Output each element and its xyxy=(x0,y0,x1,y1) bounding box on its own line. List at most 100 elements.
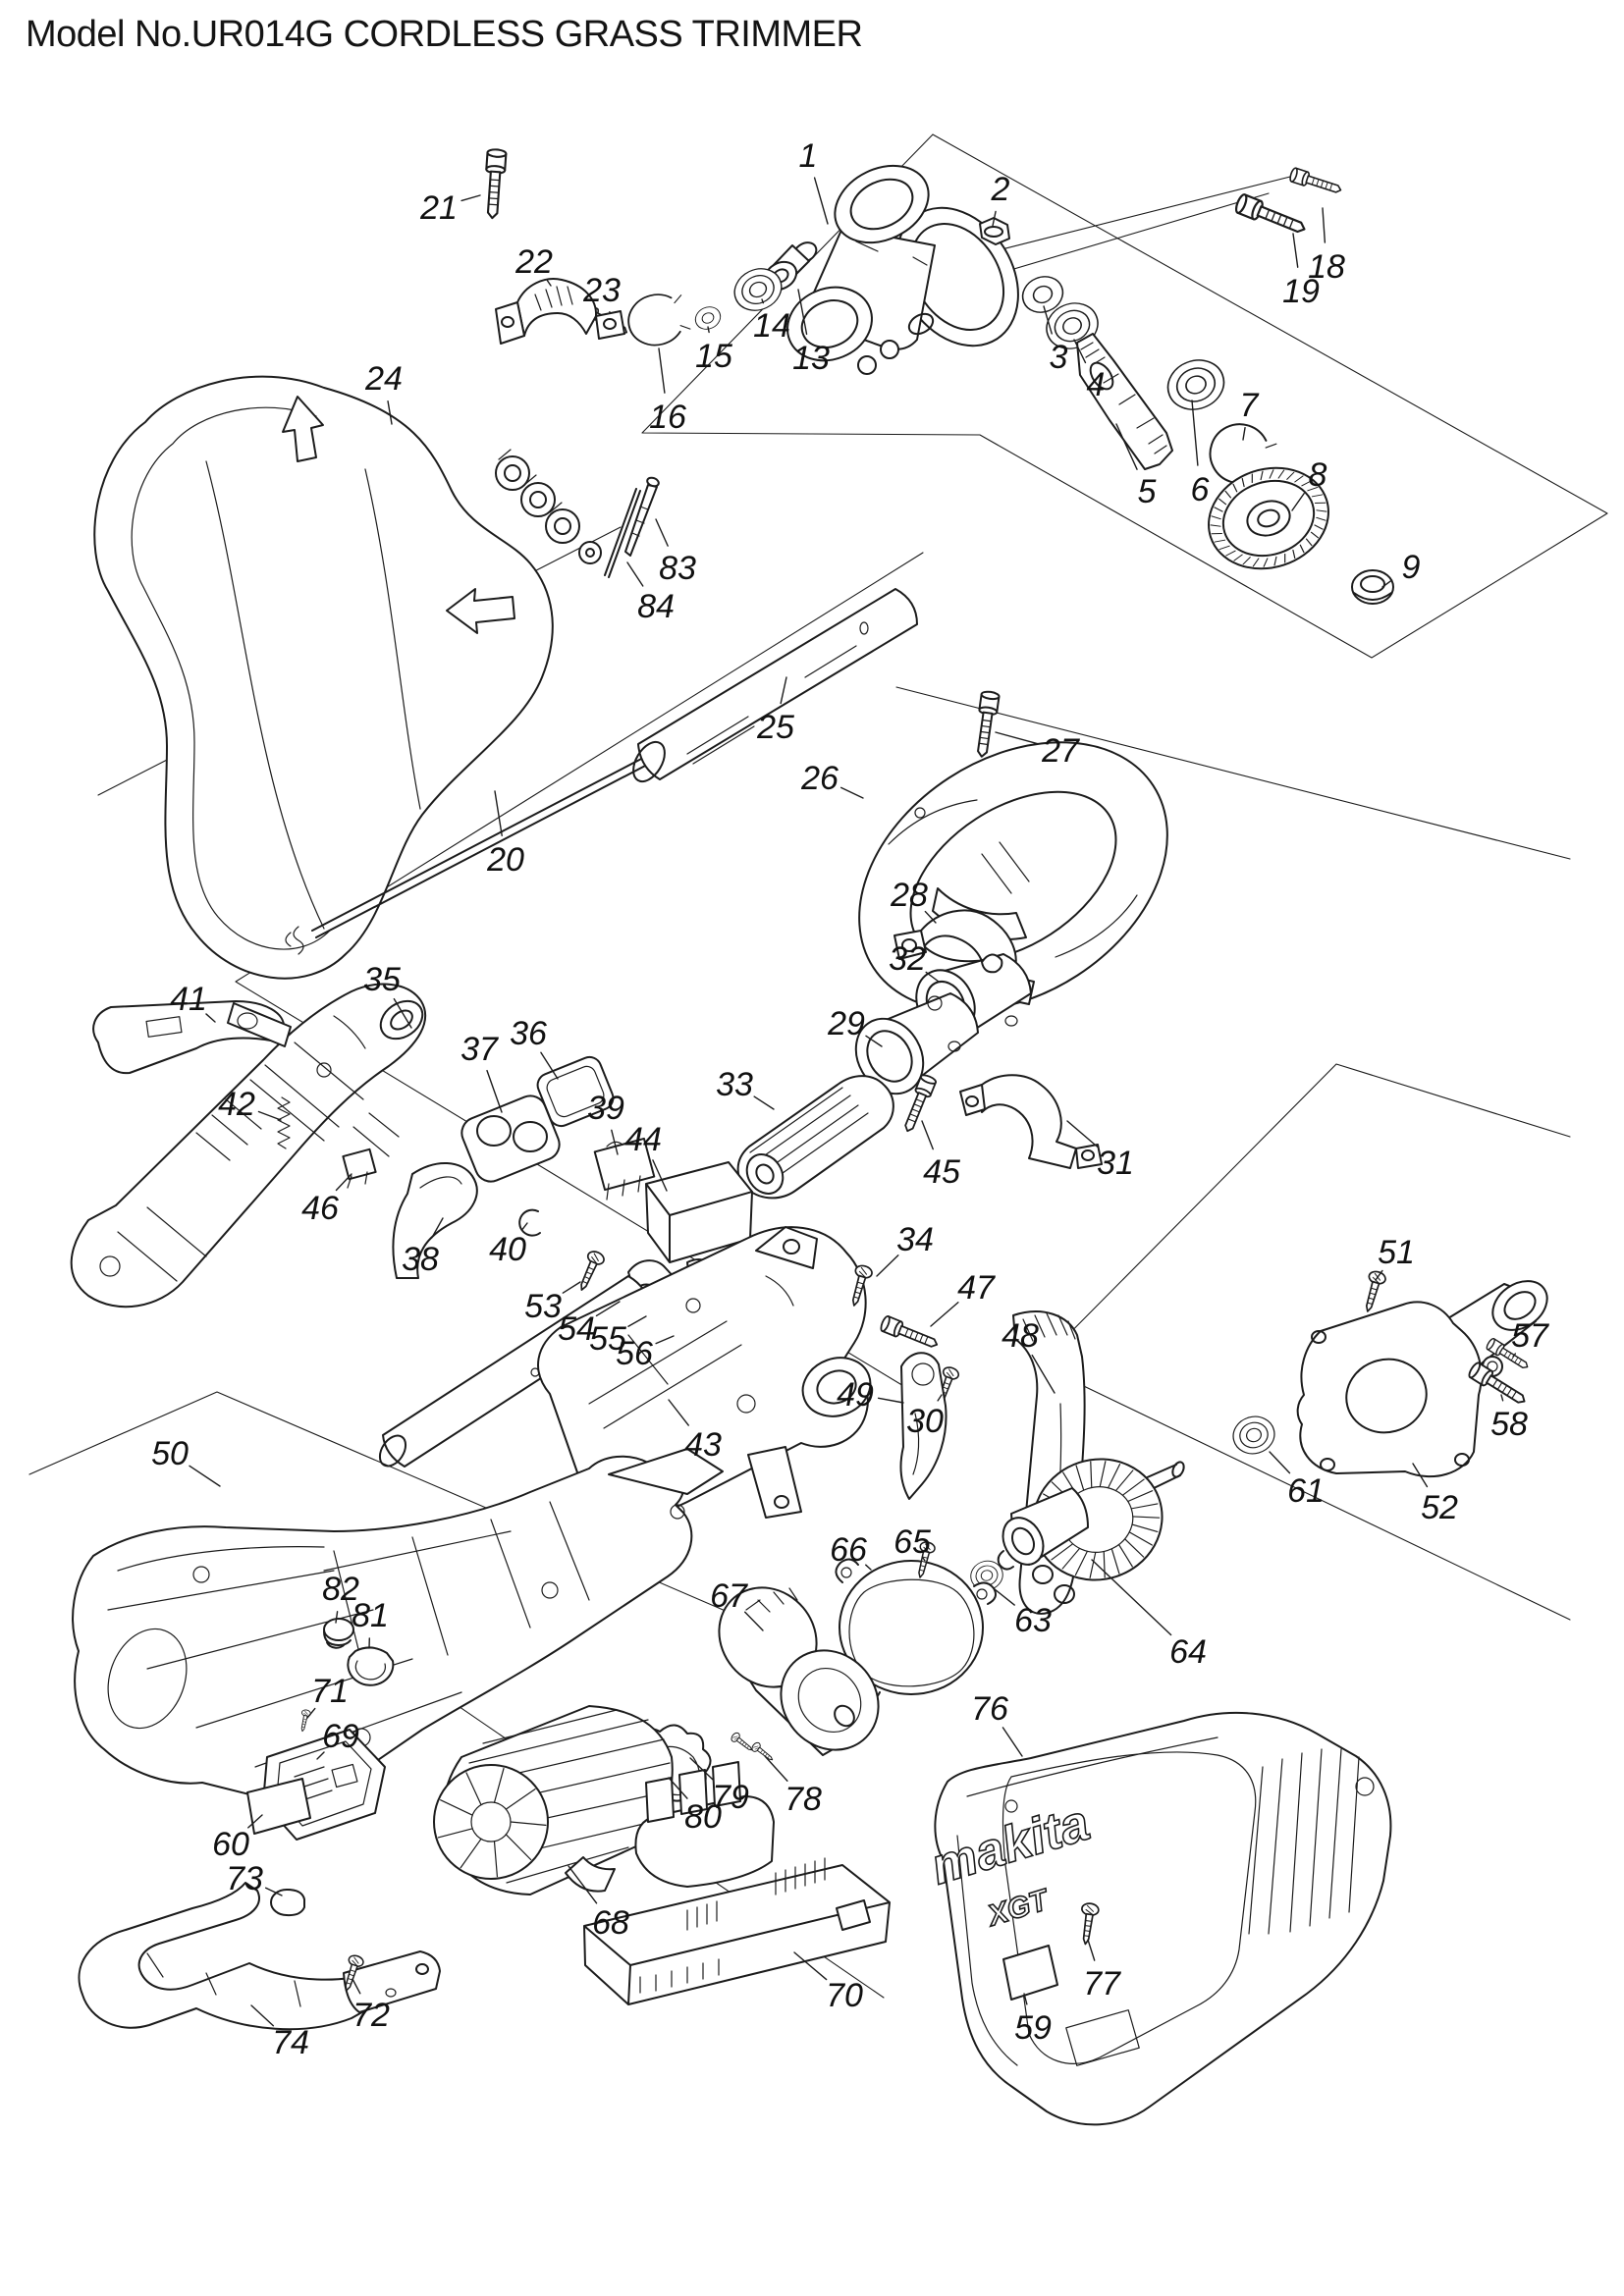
part-number-73: 73 xyxy=(226,1860,263,1897)
leader-line-44 xyxy=(652,1159,668,1192)
part-illustration-bearing-box-52 xyxy=(1296,1280,1548,1478)
leader-line-3 xyxy=(1043,305,1053,335)
leader-line-37 xyxy=(486,1069,503,1113)
leader-line-36 xyxy=(540,1051,559,1080)
part-illustration-needle-84 xyxy=(604,488,641,578)
part-illustration-lock-lever-41 xyxy=(92,1000,292,1075)
part-illustration-trigger-38 xyxy=(352,1112,478,1279)
artwork: makita XGT xyxy=(70,147,1548,2126)
part-illustration-controller-70 xyxy=(583,1761,891,2005)
leader-line-13 xyxy=(797,289,808,336)
part-illustration-bevel-gear-8 xyxy=(1208,466,1329,570)
leader-line-28 xyxy=(924,910,937,924)
part-illustration-bolt-27 xyxy=(971,689,1001,760)
part-number-27: 27 xyxy=(1041,732,1080,770)
part-number-76: 76 xyxy=(971,1690,1008,1728)
leader-line-16 xyxy=(658,347,666,394)
part-number-25: 25 xyxy=(756,709,794,746)
leader-line-27 xyxy=(995,731,1039,745)
part-number-37: 37 xyxy=(460,1031,499,1068)
part-illustration-screw-51 xyxy=(1358,1268,1388,1315)
leader-line-20 xyxy=(494,790,503,836)
leader-line-19 xyxy=(1292,233,1299,268)
leader-line-82 xyxy=(335,1611,339,1624)
part-number-7: 7 xyxy=(1240,387,1260,424)
part-illustration-bolt-21 xyxy=(481,147,508,220)
part-illustration-clamp-housing-43 xyxy=(378,1226,872,1564)
leader-line-73 xyxy=(264,1887,283,1896)
part-number-82: 82 xyxy=(322,1571,359,1608)
part-number-31: 31 xyxy=(1097,1145,1134,1182)
direction-arrow-icon xyxy=(282,396,324,462)
part-number-50: 50 xyxy=(151,1435,189,1472)
part-illustration-pin-83 xyxy=(624,476,660,557)
part-number-40: 40 xyxy=(489,1231,526,1268)
direction-arrow-icon xyxy=(446,588,515,634)
leader-line-50 xyxy=(189,1465,221,1487)
part-illustration-ring-40 xyxy=(518,1208,541,1237)
leader-line-22 xyxy=(546,280,552,287)
page-title: Model No.UR014G CORDLESS GRASS TRIMMER xyxy=(26,14,863,55)
part-number-64: 64 xyxy=(1169,1633,1207,1671)
part-number-21: 21 xyxy=(419,189,458,227)
leader-line-21 xyxy=(460,194,481,202)
part-number-16: 16 xyxy=(649,399,686,436)
leader-line-46 xyxy=(335,1173,352,1192)
part-number-65: 65 xyxy=(893,1523,931,1561)
part-number-47: 47 xyxy=(957,1269,996,1307)
leader-line-68 xyxy=(568,1865,598,1904)
leader-line-42 xyxy=(257,1110,282,1121)
part-number-36: 36 xyxy=(510,1015,547,1052)
part-number-41: 41 xyxy=(170,981,207,1018)
part-illustration-nut-9 xyxy=(1351,569,1394,605)
part-number-68: 68 xyxy=(592,1904,629,1942)
part-number-72: 72 xyxy=(352,1997,390,2034)
part-illustration-bearing-61 xyxy=(1228,1411,1279,1460)
part-number-20: 20 xyxy=(486,841,524,879)
leader-line-83 xyxy=(655,518,669,547)
leader-line-40 xyxy=(520,1222,528,1231)
part-illustration-grommet-73 xyxy=(270,1889,305,1917)
leader-line-76 xyxy=(1001,1727,1023,1757)
leader-line-6 xyxy=(1191,400,1199,466)
leader-line-45 xyxy=(921,1120,934,1150)
part-number-19: 19 xyxy=(1282,273,1320,310)
part-number-66: 66 xyxy=(830,1531,867,1569)
part-number-48: 48 xyxy=(1001,1317,1039,1355)
part-illustration-screw-78b xyxy=(749,1740,777,1765)
part-number-74: 74 xyxy=(272,2024,309,2061)
leader-line-25 xyxy=(780,676,787,705)
part-number-34: 34 xyxy=(896,1221,934,1258)
part-number-52: 52 xyxy=(1421,1489,1458,1526)
leader-line-15 xyxy=(707,326,710,334)
part-number-1: 1 xyxy=(799,137,818,175)
part-number-57: 57 xyxy=(1511,1317,1549,1355)
part-illustration-baffle-66 xyxy=(830,1558,997,1705)
leader-line-74 xyxy=(250,2004,275,2027)
leader-line-14 xyxy=(761,298,765,304)
part-number-42: 42 xyxy=(218,1086,255,1123)
part-number-15: 15 xyxy=(695,338,732,375)
part-number-79: 79 xyxy=(712,1779,749,1816)
leader-line-55 xyxy=(627,1315,647,1327)
part-illustration-sleeve-29 xyxy=(854,992,979,1095)
part-number-49: 49 xyxy=(837,1376,874,1414)
part-number-29: 29 xyxy=(827,1005,865,1042)
leader-line-31 xyxy=(1066,1120,1099,1148)
leader-line-60 xyxy=(247,1814,263,1829)
part-number-67: 67 xyxy=(710,1577,748,1615)
part-number-51: 51 xyxy=(1378,1234,1415,1271)
leader-line-65 xyxy=(922,1557,926,1562)
leader-line-48 xyxy=(1031,1354,1056,1394)
leader-line-64 xyxy=(1091,1559,1172,1636)
leader-line-66 xyxy=(865,1564,872,1571)
part-number-46: 46 xyxy=(301,1190,339,1227)
part-illustration-grip-33 xyxy=(736,1075,894,1200)
part-number-59: 59 xyxy=(1014,2009,1052,2047)
leader-line-30 xyxy=(937,1394,943,1402)
leader-line-72 xyxy=(352,1978,361,1995)
part-illustration-bolt-19 xyxy=(1232,191,1310,240)
part-number-38: 38 xyxy=(402,1241,439,1278)
